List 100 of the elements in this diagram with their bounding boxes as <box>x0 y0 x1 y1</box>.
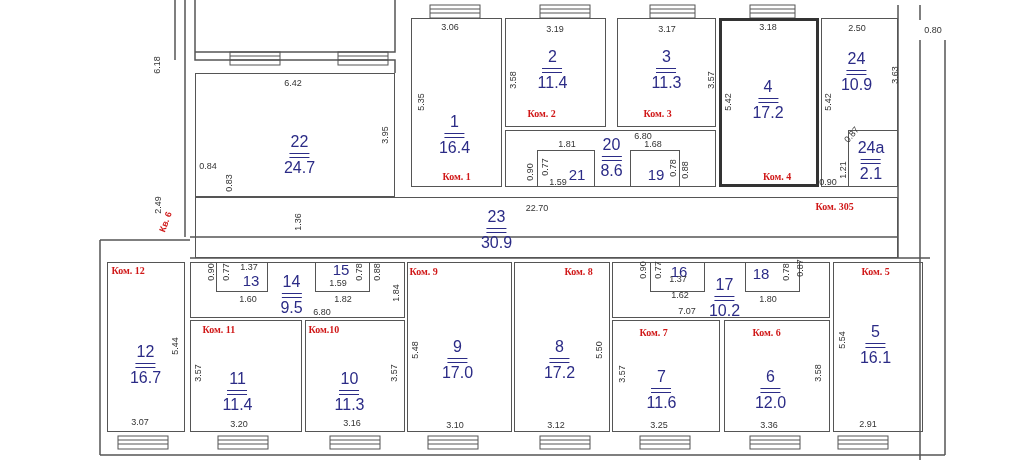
room-number: 3 <box>662 48 671 65</box>
room-outline <box>514 262 610 432</box>
room-area: 16.7 <box>129 369 162 386</box>
room-number: 13 <box>242 272 260 288</box>
dimension-label: 1.21 <box>838 161 848 179</box>
room-tag: Ком. 9 <box>409 265 438 277</box>
dimension-label: 0.88 <box>680 161 690 179</box>
room-tag: Ком. 305 <box>815 200 854 212</box>
room-tag: Ком. 3 <box>643 107 672 119</box>
dimension-label: 3.10 <box>446 420 464 430</box>
dimension-label: 0.88 <box>372 263 382 281</box>
room-area: 10.9 <box>840 76 873 93</box>
room-number: 17 <box>715 276 734 293</box>
dimension-label: 3.12 <box>547 420 565 430</box>
room-outline <box>190 262 405 318</box>
room-area: 10.2 <box>708 302 741 319</box>
dimension-label: 5.48 <box>410 341 420 359</box>
room-area: 17.2 <box>752 105 784 121</box>
dimension-label: 3.57 <box>389 364 399 382</box>
dimension-label: 22.70 <box>525 203 549 213</box>
room-area: 11.3 <box>651 74 682 91</box>
dimension-label: 3.25 <box>650 420 668 430</box>
dimension-label: 5.35 <box>416 93 426 111</box>
dimension-label: 3.18 <box>759 22 777 32</box>
room-area: 12.0 <box>754 394 787 411</box>
dimension-label: 3.57 <box>193 364 203 382</box>
dimension-label: 3.19 <box>546 24 564 34</box>
room-number: 6 <box>766 368 775 385</box>
room-outline <box>649 261 705 292</box>
dimension-label: 3.16 <box>343 418 361 428</box>
room-area: 11.4 <box>222 396 253 413</box>
dimension-label: 0.78 <box>781 263 791 281</box>
dimension-label: 7.07 <box>678 306 696 316</box>
room-tag: Ком. 11 <box>202 323 236 335</box>
room-outline <box>107 262 185 432</box>
room-outline <box>724 320 830 432</box>
room-area: 9.5 <box>280 299 303 316</box>
room-area: 17.0 <box>441 364 474 381</box>
room-number: 5 <box>871 323 880 340</box>
dimension-label: 1.84 <box>391 284 401 302</box>
room-outline <box>505 18 606 127</box>
room-area: 17.2 <box>543 364 576 381</box>
room-tag: Ком. 1 <box>442 170 471 182</box>
dimension-label: 3.63 <box>890 66 900 84</box>
dimension-label: 0.83 <box>224 174 234 192</box>
dimension-label: 2.50 <box>848 23 866 33</box>
dimension-label: 2.91 <box>859 419 877 429</box>
room-tag: Ком.10 <box>308 323 340 335</box>
room-tag: Ком. 2 <box>527 107 556 119</box>
room-number: 9 <box>453 338 462 355</box>
dimension-label: 0.87 <box>795 259 805 277</box>
dimension-label: 1.36 <box>293 213 303 231</box>
room-number: 8 <box>555 338 564 355</box>
dimension-label: 6.80 <box>313 307 331 317</box>
room-number: 19 <box>647 166 665 182</box>
dimension-label: 3.57 <box>706 71 716 89</box>
room-area: 2.1 <box>859 166 883 182</box>
dimension-label: 0.80 <box>924 25 942 35</box>
room-number: 1 <box>450 113 459 130</box>
dimension-label: 3.58 <box>813 364 823 382</box>
room-area: 24.7 <box>283 159 316 176</box>
dimension-label: 0.90 <box>638 261 648 279</box>
dimension-label: 5.42 <box>723 93 733 111</box>
dimension-label: 3.20 <box>230 419 248 429</box>
room-number: 10 <box>340 370 359 387</box>
room-number: 7 <box>657 368 666 385</box>
room-tag: Ком. 12 <box>111 264 145 276</box>
room-outline <box>833 262 923 432</box>
dimension-label: 1.59 <box>329 278 347 288</box>
room-outline <box>215 261 268 292</box>
dimension-label: 1.37 <box>240 262 258 272</box>
room-outline <box>407 262 512 432</box>
room-outline <box>505 130 716 187</box>
room-area: 16.1 <box>859 349 892 366</box>
room-number: 15 <box>332 261 350 277</box>
room-number: 21 <box>568 166 586 182</box>
room-tag: Ком. 5 <box>861 265 890 277</box>
dimension-label: 0.84 <box>199 161 217 171</box>
room-area: 11.3 <box>334 396 365 413</box>
room-outline <box>821 18 898 187</box>
room-outline <box>617 18 716 127</box>
room-area: 30.9 <box>480 234 513 251</box>
dimension-label: 0.90 <box>525 163 535 181</box>
dimension-label: 3.17 <box>658 24 676 34</box>
dimension-label: 2.49 <box>153 196 163 214</box>
room-tag: Ком. 7 <box>639 326 668 338</box>
dimension-label: 0.77 <box>653 261 663 279</box>
room-number: 20 <box>602 136 621 153</box>
dimension-label: 5.42 <box>823 93 833 111</box>
room-outline <box>536 149 595 187</box>
dimension-label: 1.59 <box>549 177 567 187</box>
dimension-label: 5.50 <box>594 341 604 359</box>
dimension-label: 0.78 <box>354 263 364 281</box>
dimension-label: 6.42 <box>284 78 302 88</box>
room-tag: Ком. 6 <box>752 326 781 338</box>
room-outline <box>195 73 395 197</box>
room-number: 4 <box>763 79 773 95</box>
room-outline <box>314 261 370 292</box>
room-number: 22 <box>290 133 309 150</box>
dimension-label: 6.18 <box>152 56 162 74</box>
